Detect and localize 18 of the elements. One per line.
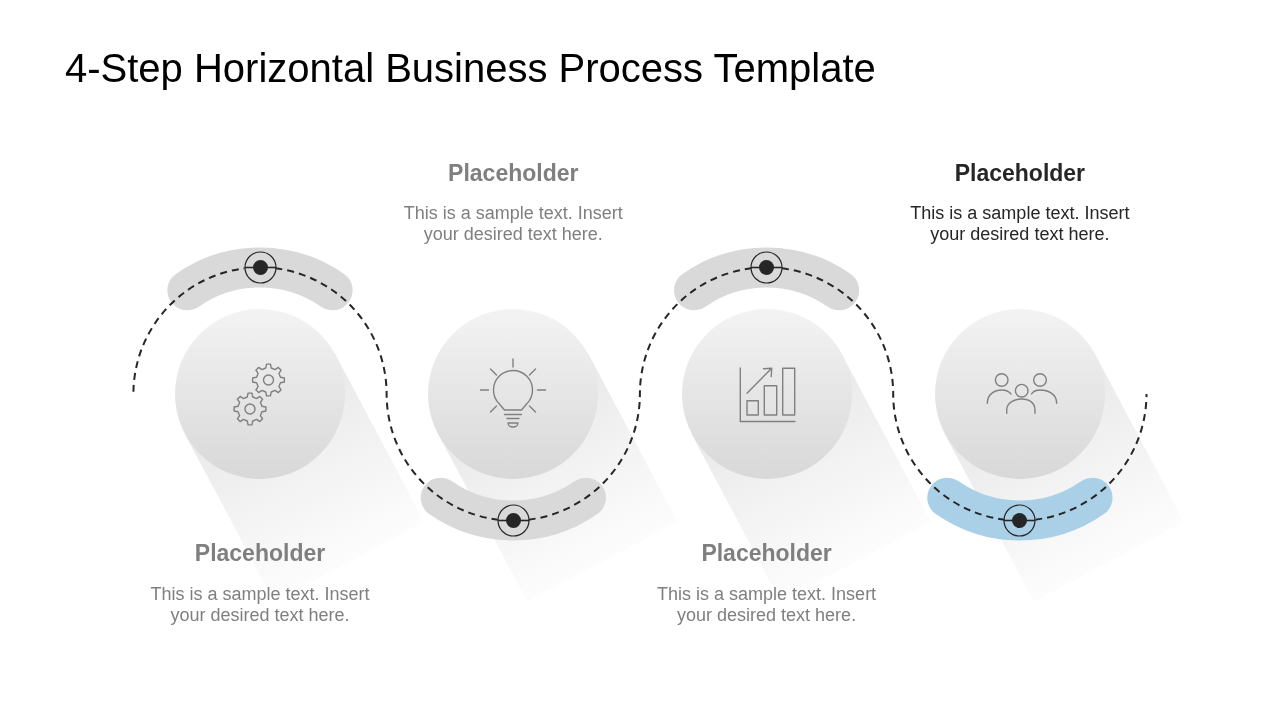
step-description: This is a sample text. Insert your desired text here. xyxy=(149,584,371,625)
step-description: This is a sample text. Insert your desired text here. xyxy=(909,203,1131,244)
step-heading: Placeholder xyxy=(193,539,327,567)
dashed-connector xyxy=(781,267,1006,521)
step-heading: Placeholder xyxy=(447,159,580,187)
slide-title: 4-Step Horizontal Business Process Template xyxy=(65,45,876,92)
dashed-connector xyxy=(132,267,246,393)
dashed-connector xyxy=(527,267,753,521)
step-heading: Placeholder xyxy=(953,159,1087,187)
step-description: This is a sample text. Insert your desired text here. xyxy=(402,203,624,244)
dot-marker xyxy=(1003,504,1037,538)
dashed-connector xyxy=(1034,393,1148,521)
dot-marker xyxy=(243,250,277,284)
dot-marker xyxy=(496,504,530,538)
step-heading: Placeholder xyxy=(700,539,833,567)
step-description: This is a sample text. Insert your desired text here. xyxy=(656,584,878,625)
dot-marker xyxy=(750,250,784,284)
dashed-connector xyxy=(274,267,499,521)
